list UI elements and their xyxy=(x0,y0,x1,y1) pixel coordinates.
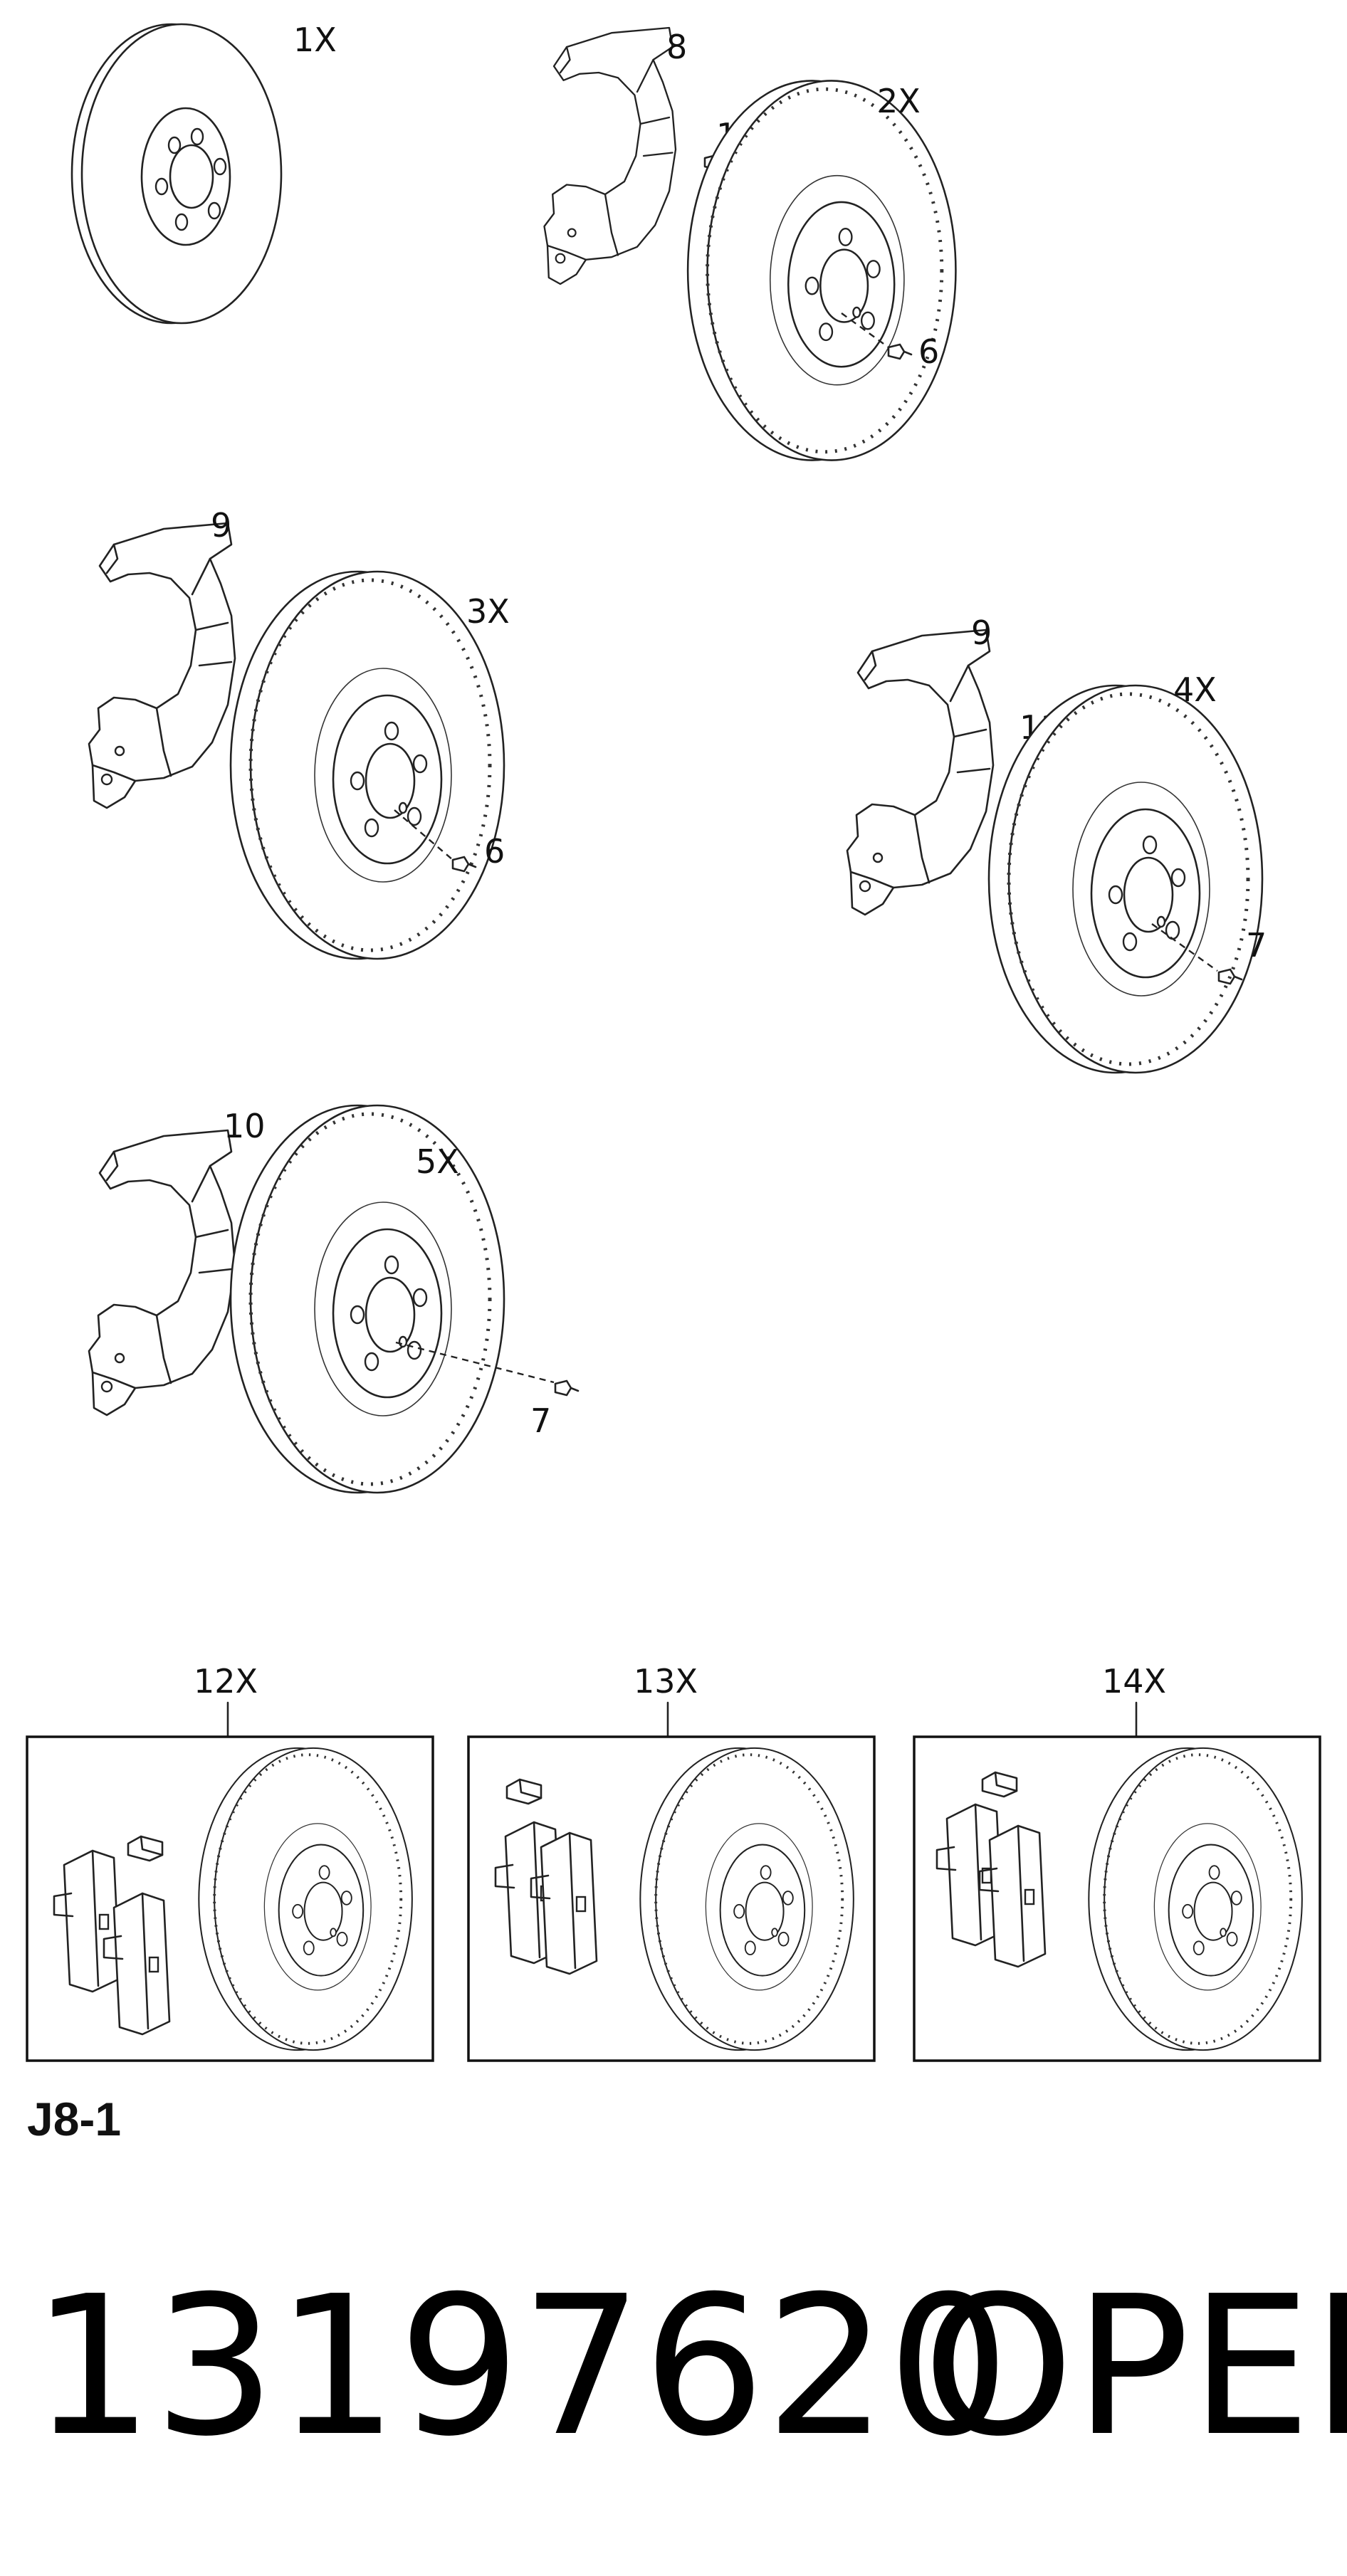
splash-shield-8 xyxy=(543,26,677,285)
callout-6: 6 xyxy=(918,332,939,371)
callout-10: 10 xyxy=(224,1107,266,1145)
brake-disc-1x xyxy=(70,23,283,325)
callout-12x: 12X xyxy=(194,1662,258,1700)
callout-5x: 5X xyxy=(416,1142,459,1181)
callout-9-right: 9 xyxy=(971,614,992,652)
part-number: 13197620 xyxy=(31,2254,1010,2478)
callout-6-left: 6 xyxy=(484,832,505,871)
brake-disc-4x xyxy=(989,685,1262,1073)
callout-3x: 3X xyxy=(466,592,510,631)
callout-8: 8 xyxy=(666,28,687,66)
splash-shield-10 xyxy=(88,1129,236,1416)
brake-disc-3x xyxy=(231,572,504,959)
brake-disc-5x xyxy=(231,1105,504,1493)
splash-shield-9 xyxy=(88,522,236,809)
brand-name: OPEL xyxy=(923,2254,1347,2478)
callout-7-right: 7 xyxy=(1246,926,1267,964)
callout-2x: 2X xyxy=(877,82,921,120)
callout-1x: 1X xyxy=(293,21,337,59)
section-code: J8-1 xyxy=(27,2093,121,2145)
callout-14x: 14X xyxy=(1102,1662,1166,1700)
callout-4x: 4X xyxy=(1173,671,1217,709)
brake-disc-2x xyxy=(688,80,955,460)
screw-7 xyxy=(554,1379,580,1397)
callout-7: 7 xyxy=(530,1402,551,1440)
callout-9: 9 xyxy=(211,506,231,545)
splash-shield-9-right xyxy=(846,629,995,916)
callout-13x: 13X xyxy=(634,1662,698,1700)
